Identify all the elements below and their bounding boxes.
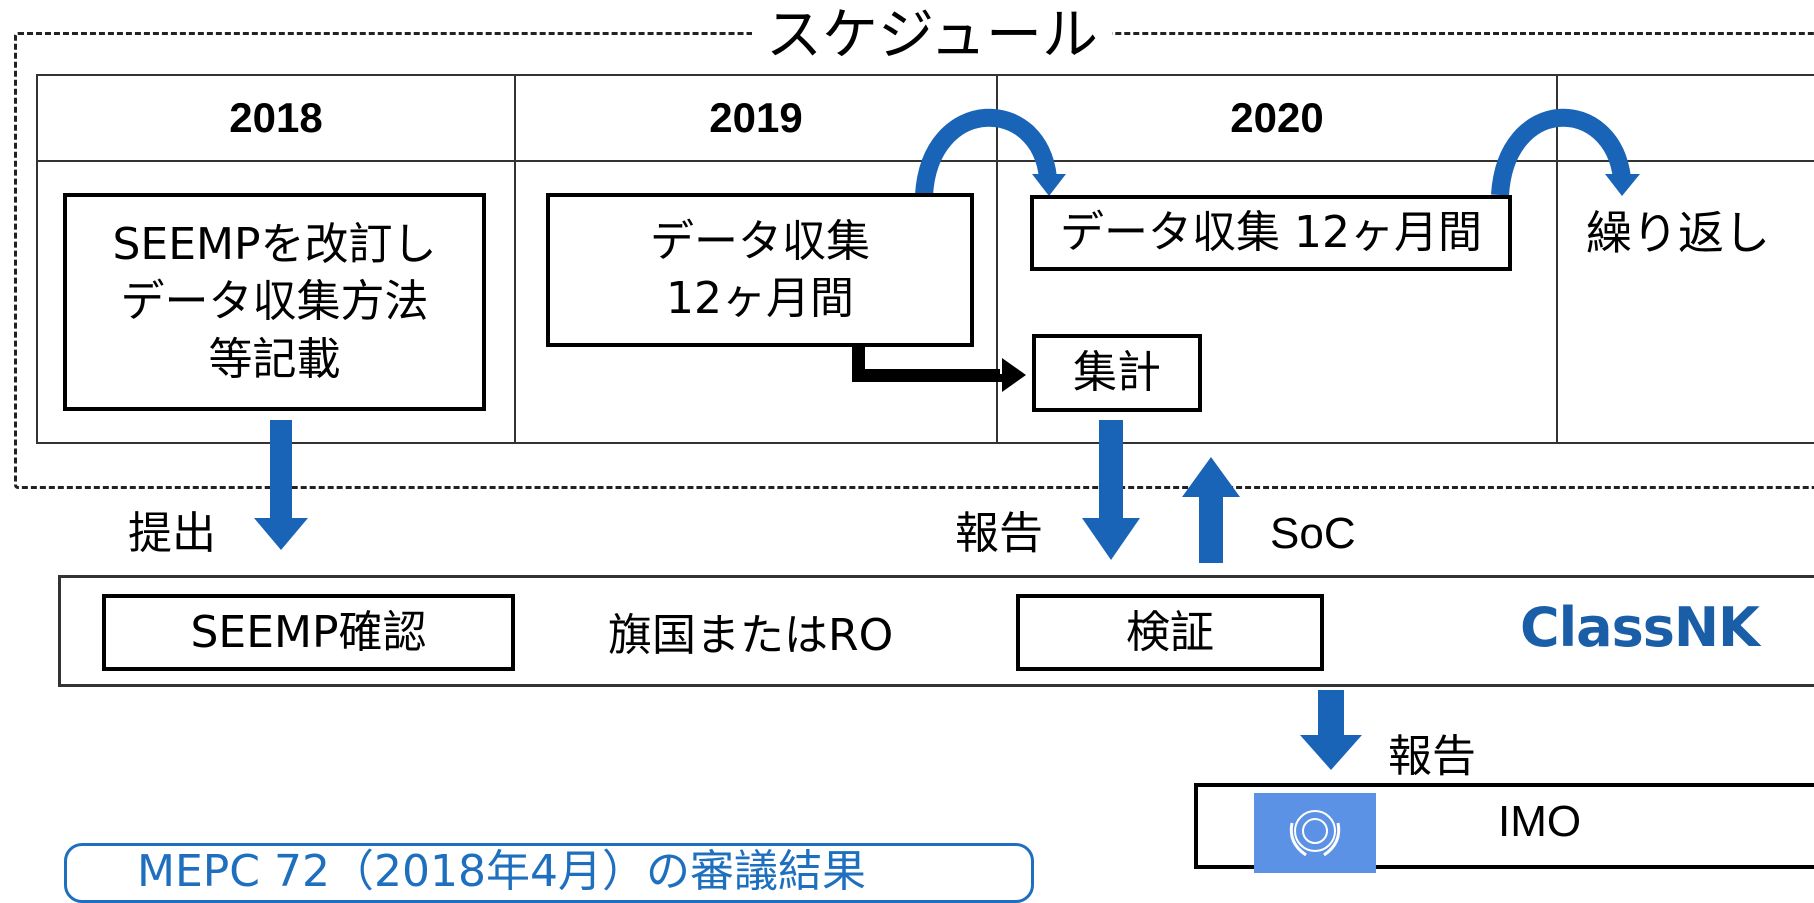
mepc-note: MEPC 72（2018年4月）の審議結果	[64, 843, 1034, 903]
repeat-label: 繰り返し	[1586, 206, 1770, 260]
aggregate-box: 集計	[1032, 334, 1202, 412]
classnk-logo: ClassNK	[1520, 596, 1760, 659]
data-collection-2019-box: データ収集 12ヶ月間	[546, 193, 974, 347]
cell-next	[1556, 160, 1814, 444]
curve-arrow-2019-2020	[915, 108, 1057, 196]
flag-or-ro-label: 旗国またはRO	[608, 610, 894, 661]
imo-label: IMO	[1498, 797, 1582, 846]
curve-arrow-2020-repeat	[1491, 108, 1631, 196]
to-aggregate-arrow	[852, 340, 1026, 392]
soc-label: SoC	[1270, 509, 1356, 558]
flow-arrows	[254, 108, 1640, 770]
submit-label: 提出	[128, 508, 216, 559]
soc-up-arrow	[1182, 457, 1240, 563]
year-2018-header: 2018	[36, 74, 516, 162]
year-next-header	[1556, 74, 1814, 162]
report-to-imo-arrow	[1300, 690, 1362, 770]
seemp-revise-box: SEEMPを改訂し データ収集方法 等記載	[63, 193, 486, 411]
schedule-title: スケジュール	[752, 0, 1112, 74]
seemp-confirm-box: SEEMP確認	[102, 594, 515, 671]
verify-box: 検証	[1016, 594, 1324, 671]
data-collection-2020-box: データ収集 12ヶ月間	[1030, 195, 1512, 271]
report-label-1: 報告	[955, 508, 1043, 559]
report-down-arrow	[1082, 420, 1140, 560]
year-2019-header: 2019	[514, 74, 998, 162]
report-label-2: 報告	[1388, 731, 1476, 782]
imo-box: IMO	[1194, 783, 1814, 873]
submit-arrow	[254, 420, 308, 550]
imo-flag-icon	[1254, 793, 1376, 873]
